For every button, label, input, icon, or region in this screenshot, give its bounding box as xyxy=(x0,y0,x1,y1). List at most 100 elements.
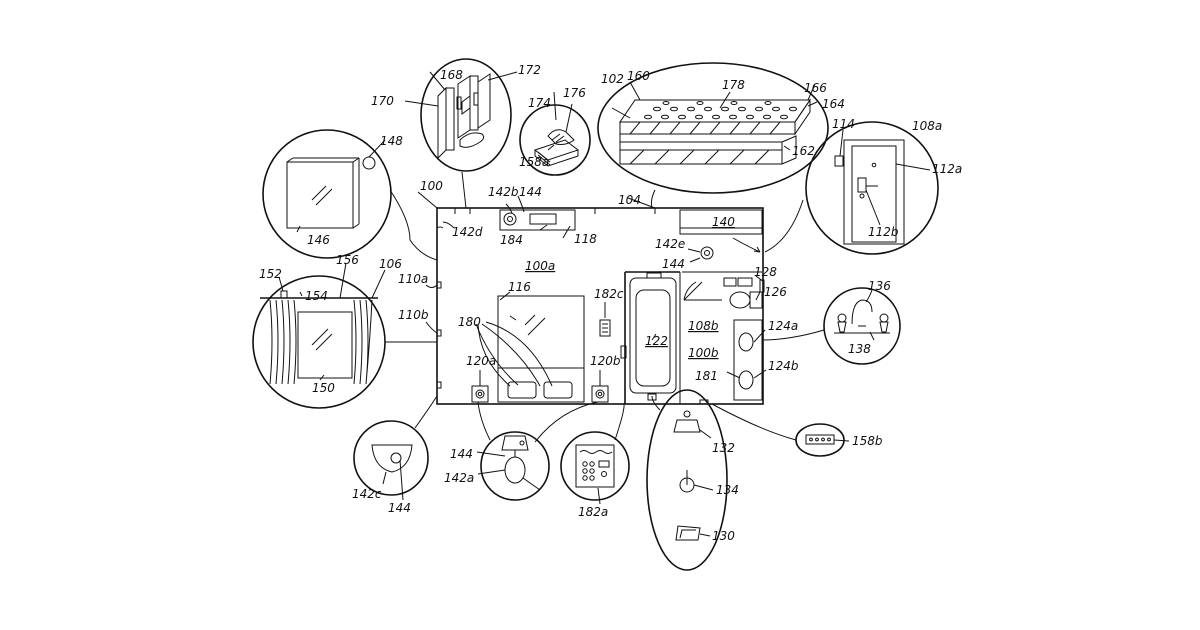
sink-124a xyxy=(739,333,753,351)
label-181: 181 xyxy=(695,369,718,383)
callout-bath-fixtures xyxy=(647,390,727,570)
shower-head-132 xyxy=(674,420,700,432)
leader-lines xyxy=(279,72,930,536)
nightstand-120b xyxy=(592,386,608,402)
callout-mirror-146 xyxy=(263,130,437,260)
label-112a: 112a xyxy=(932,162,962,176)
label-180: 180 xyxy=(458,315,481,329)
curtain-left xyxy=(270,300,296,384)
label-124a: 124a xyxy=(768,319,798,333)
label-154: 154 xyxy=(305,289,328,303)
label-156: 156 xyxy=(336,253,359,267)
air-holes-178 xyxy=(645,102,797,119)
sink-124b xyxy=(739,371,753,389)
label-140: 140 xyxy=(712,215,735,229)
sensor-148 xyxy=(363,157,375,169)
clip xyxy=(460,133,484,147)
label-144-light: 144 xyxy=(388,501,411,515)
label-142a: 142a xyxy=(444,471,474,485)
label-138: 138 xyxy=(848,342,871,356)
label-116: 116 xyxy=(508,280,531,294)
label-182a: 182a xyxy=(578,505,608,519)
label-172: 172 xyxy=(518,63,541,77)
toilet-126 xyxy=(730,292,750,308)
label-118: 118 xyxy=(574,232,597,246)
callout-controller-182a xyxy=(561,404,629,500)
label-106: 106 xyxy=(379,257,402,271)
motor-152 xyxy=(281,291,287,298)
sensor-142b xyxy=(504,213,516,225)
label-120b: 120b xyxy=(590,354,621,368)
label-182c: 182c xyxy=(594,287,624,301)
label-126: 126 xyxy=(764,285,787,299)
label-108a: 108a xyxy=(912,119,942,133)
label-158b: 158b xyxy=(852,434,883,448)
label-158a: 158a xyxy=(519,155,549,169)
label-100a: 100a xyxy=(525,259,555,273)
label-178: 178 xyxy=(722,78,745,92)
label-120a: 120a xyxy=(466,354,496,368)
lock-112b xyxy=(858,178,866,192)
lamp-base xyxy=(505,457,525,483)
label-124b: 124b xyxy=(768,359,799,373)
nightstand-120a xyxy=(472,386,488,402)
label-170: 170 xyxy=(371,94,394,108)
label-142b: 142b xyxy=(488,185,519,199)
sensor-142e xyxy=(701,247,713,259)
label-164: 164 xyxy=(822,97,845,111)
label-102: 102 xyxy=(601,72,624,86)
outlet-158b xyxy=(806,435,834,444)
label-148: 148 xyxy=(380,134,403,148)
label-136: 136 xyxy=(868,279,891,293)
label-146: 146 xyxy=(307,233,330,247)
light-142c xyxy=(372,445,412,472)
pillow-right xyxy=(544,382,572,398)
label-144-lamp: 144 xyxy=(450,447,473,461)
callout-door-108a xyxy=(765,122,938,254)
label-152: 152 xyxy=(259,267,282,281)
label-122: 122 xyxy=(645,334,668,348)
label-142e: 142e xyxy=(655,237,685,251)
vanity xyxy=(734,320,762,400)
label-142c: 142c xyxy=(352,487,382,501)
display-184 xyxy=(530,214,556,224)
label-166: 166 xyxy=(804,81,827,95)
label-150: 150 xyxy=(312,381,335,395)
label-142d: 142d xyxy=(452,225,483,239)
label-174: 174 xyxy=(528,96,551,110)
label-110b: 110b xyxy=(398,308,429,322)
label-110a: 110a xyxy=(398,272,428,286)
label-130: 130 xyxy=(712,529,735,543)
label-162: 162 xyxy=(792,144,815,158)
mirror-146 xyxy=(287,162,353,228)
window-pane-150 xyxy=(298,312,352,378)
callout-lamp-142a xyxy=(478,402,598,500)
label-100b: 100b xyxy=(688,346,719,360)
label-144-top: 144 xyxy=(519,185,542,199)
label-114: 114 xyxy=(832,117,855,131)
label-184: 184 xyxy=(500,233,523,247)
label-168: 168 xyxy=(440,68,463,82)
drain-130 xyxy=(676,526,700,540)
panel-170 xyxy=(438,88,446,158)
label-144-bath: 144 xyxy=(662,257,685,271)
callout-window-106 xyxy=(253,276,437,408)
callout-light-142c xyxy=(354,396,437,495)
label-176: 176 xyxy=(563,86,586,100)
bed-116 xyxy=(498,296,584,402)
label-112b: 112b xyxy=(868,225,899,239)
faucet-spout xyxy=(852,300,872,324)
callout-mattress-102 xyxy=(598,63,828,208)
sensor-114 xyxy=(835,156,843,166)
label-132: 132 xyxy=(712,441,735,455)
label-108b: 108b xyxy=(688,319,719,333)
label-104: 104 xyxy=(618,193,641,207)
label-128: 128 xyxy=(754,265,777,279)
label-100: 100 xyxy=(420,179,443,193)
label-160: 160 xyxy=(627,69,650,83)
curtain-right xyxy=(354,300,372,384)
label-134: 134 xyxy=(716,483,739,497)
pillow-left xyxy=(508,382,536,398)
